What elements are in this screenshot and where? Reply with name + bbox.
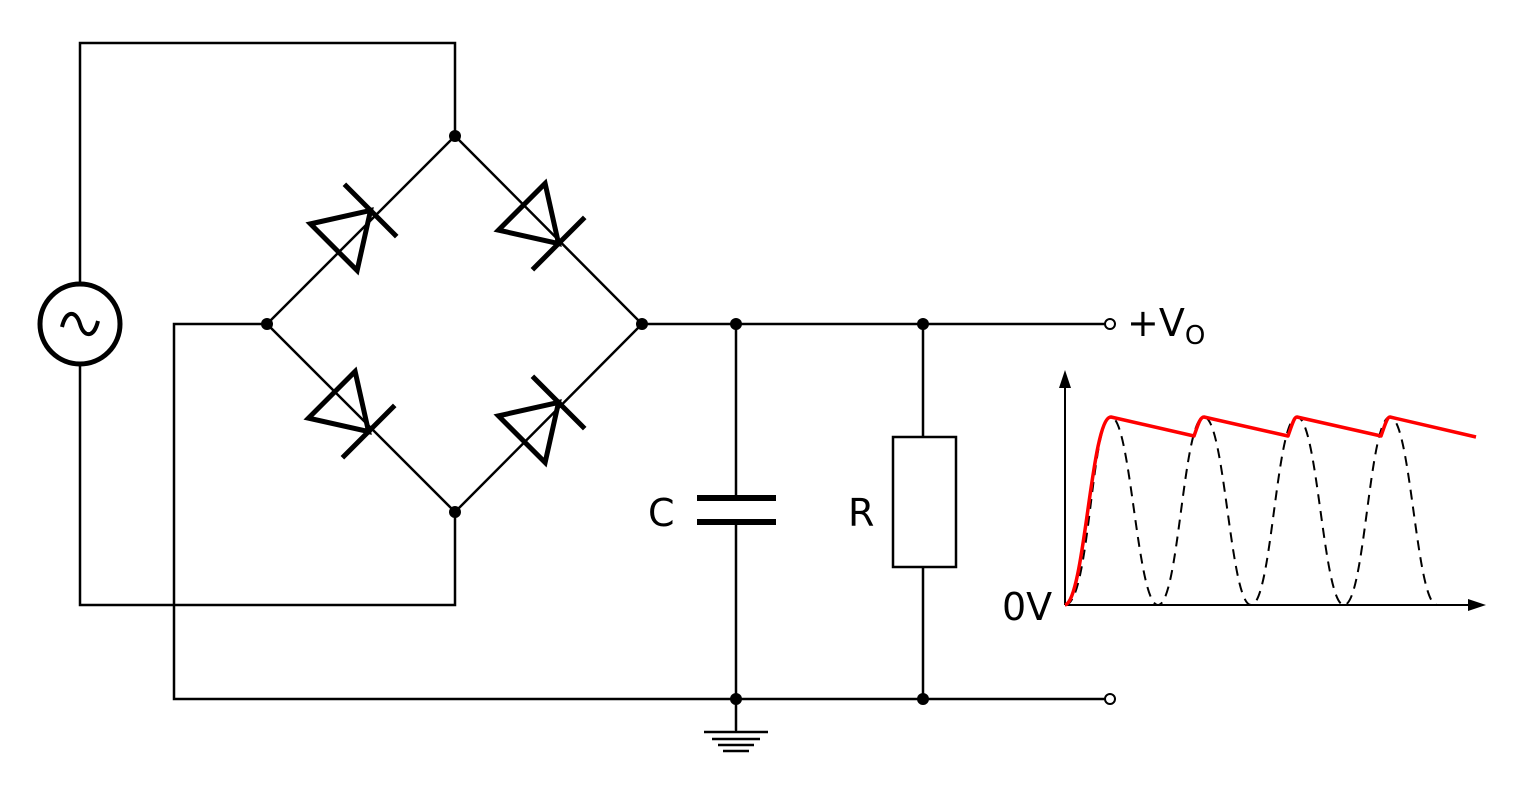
diode-bottom-right xyxy=(493,374,587,468)
waveform-plot: 0V xyxy=(1002,370,1486,629)
wires xyxy=(78,41,1107,732)
sine-wave-icon xyxy=(60,311,100,337)
x-axis-arrow-icon xyxy=(1468,599,1486,611)
output-terminal-ground xyxy=(1104,693,1116,705)
output-voltage-label: +VO xyxy=(1127,301,1205,351)
rectified-waveform xyxy=(1064,415,1438,607)
filtered-output-waveform xyxy=(1063,415,1477,607)
junction-dots xyxy=(261,130,929,705)
ac-source xyxy=(37,281,123,367)
diode-top-right xyxy=(493,178,587,272)
capacitor xyxy=(697,495,776,525)
resistor xyxy=(891,435,958,569)
zero-volt-label: 0V xyxy=(1002,585,1052,629)
ground-icon xyxy=(704,730,768,753)
y-axis-arrow-icon xyxy=(1059,370,1071,388)
capacitor-label: C xyxy=(648,491,675,535)
output-terminal-positive xyxy=(1104,318,1116,330)
diode-bottom-left xyxy=(303,366,397,460)
resistor-label: R xyxy=(848,491,874,535)
diode-top-left xyxy=(305,182,399,276)
